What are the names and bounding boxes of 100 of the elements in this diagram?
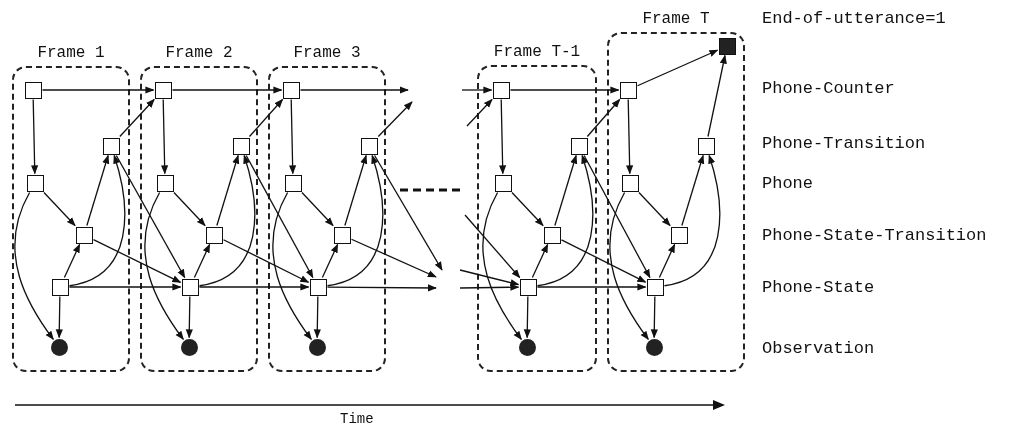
variable-square — [646, 278, 664, 296]
arrow — [650, 295, 658, 339]
arrow — [326, 154, 384, 287]
arrow — [222, 239, 310, 283]
arrow — [92, 239, 182, 283]
arrow — [707, 54, 727, 138]
arrow — [161, 98, 169, 175]
variable-square — [154, 81, 172, 99]
arrow — [119, 98, 155, 138]
row-label: Phone-State-Transition — [762, 225, 987, 245]
arrow — [173, 191, 206, 227]
arrow — [171, 86, 283, 94]
arrow — [43, 191, 76, 227]
variable-square — [494, 174, 512, 192]
variable-square — [519, 278, 537, 296]
row-label: Phone — [762, 173, 813, 193]
arrow — [344, 154, 368, 227]
arrow — [198, 154, 256, 287]
row-label: Phone-State — [762, 277, 875, 297]
arrow — [681, 154, 705, 227]
arrow — [55, 295, 63, 339]
variable-square — [333, 226, 351, 244]
arrow — [663, 154, 721, 287]
variable-square — [232, 137, 250, 155]
variable-square — [492, 81, 510, 99]
arrow — [301, 191, 334, 227]
arrow — [193, 243, 211, 279]
row-label: Phone-Transition — [762, 133, 926, 153]
arrow — [14, 191, 54, 341]
arrow — [289, 98, 297, 175]
arrow — [459, 283, 520, 291]
variable-square — [181, 278, 199, 296]
row-label: Observation — [762, 338, 875, 358]
variable-square — [360, 137, 378, 155]
arrow — [321, 243, 339, 279]
arrow — [198, 283, 310, 291]
arrow — [245, 154, 314, 279]
variable-square — [619, 81, 637, 99]
variable-square — [26, 174, 44, 192]
arrow — [461, 86, 493, 94]
arrow — [144, 191, 184, 341]
arrow — [248, 98, 284, 138]
arrow — [536, 283, 647, 291]
arrow — [68, 154, 126, 287]
arrow — [523, 295, 531, 339]
variable-square — [621, 174, 639, 192]
end-node-square — [718, 37, 736, 55]
arrow — [272, 191, 312, 341]
arrow — [216, 154, 240, 227]
variable-square — [309, 278, 327, 296]
arrow — [115, 154, 186, 279]
row-label: End-of-utterance=1 — [762, 8, 946, 28]
arrow — [68, 283, 182, 291]
variable-square — [697, 137, 715, 155]
variable-square — [24, 81, 42, 99]
arrow — [658, 243, 676, 279]
frame-label: Frame T-1 — [492, 43, 582, 61]
frame-label: Frame 1 — [36, 44, 106, 62]
frame-label: Frame 3 — [292, 44, 362, 62]
arrow — [299, 86, 409, 94]
row-label: Phone-Counter — [762, 78, 895, 98]
axis-label: Time — [340, 411, 374, 427]
variable-square — [543, 226, 561, 244]
arrow — [377, 101, 413, 138]
variable-square — [102, 137, 120, 155]
variable-square — [670, 226, 688, 244]
arrow — [185, 295, 193, 339]
arrow — [31, 98, 39, 175]
arrow — [459, 269, 520, 287]
arrow — [636, 49, 719, 87]
variable-square — [282, 81, 300, 99]
arrow — [560, 239, 647, 283]
arrow — [313, 295, 321, 339]
observation-circle — [180, 338, 198, 356]
arrow — [86, 154, 110, 227]
variable-square — [75, 226, 93, 244]
arrow — [531, 243, 549, 279]
variable-square — [205, 226, 223, 244]
arrow — [536, 154, 594, 287]
variable-square — [156, 174, 174, 192]
arrow — [638, 191, 671, 227]
arrow — [609, 191, 649, 341]
observation-circle — [50, 338, 68, 356]
variable-square — [284, 174, 302, 192]
arrow — [466, 98, 493, 127]
arrow — [583, 154, 651, 279]
arrow — [586, 98, 621, 138]
variable-square — [570, 137, 588, 155]
arrow — [350, 238, 437, 278]
arrow — [41, 86, 155, 94]
arrow — [554, 154, 578, 227]
frame-label: Frame 2 — [164, 44, 234, 62]
arrow — [499, 98, 507, 175]
arrow — [509, 86, 620, 94]
variable-square — [51, 278, 69, 296]
arrow — [482, 191, 522, 341]
arrow — [63, 243, 81, 279]
observation-circle — [308, 338, 326, 356]
observation-circle — [645, 338, 663, 356]
arrow — [511, 191, 544, 227]
